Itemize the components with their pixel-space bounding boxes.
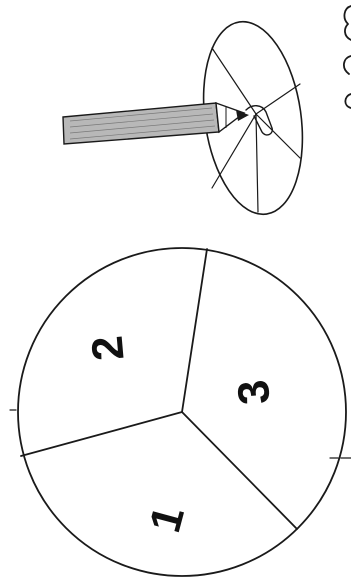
paperclip-icon xyxy=(246,106,272,135)
stray-marks xyxy=(10,410,351,458)
pencil-icon xyxy=(63,103,249,144)
small-spinner-spokes xyxy=(212,48,300,212)
spinner-divider-top xyxy=(182,249,207,412)
section-label-1: 1 xyxy=(140,501,194,537)
large-spinner: 2 3 1 xyxy=(18,248,346,576)
spinner-divider-left xyxy=(21,412,182,456)
section-label-3: 3 xyxy=(229,378,280,407)
pencil-and-paperclip-spinner-icon xyxy=(63,15,314,220)
spinner-divider-right xyxy=(182,412,297,529)
edge-marks xyxy=(344,6,351,108)
section-label-2: 2 xyxy=(83,334,134,363)
